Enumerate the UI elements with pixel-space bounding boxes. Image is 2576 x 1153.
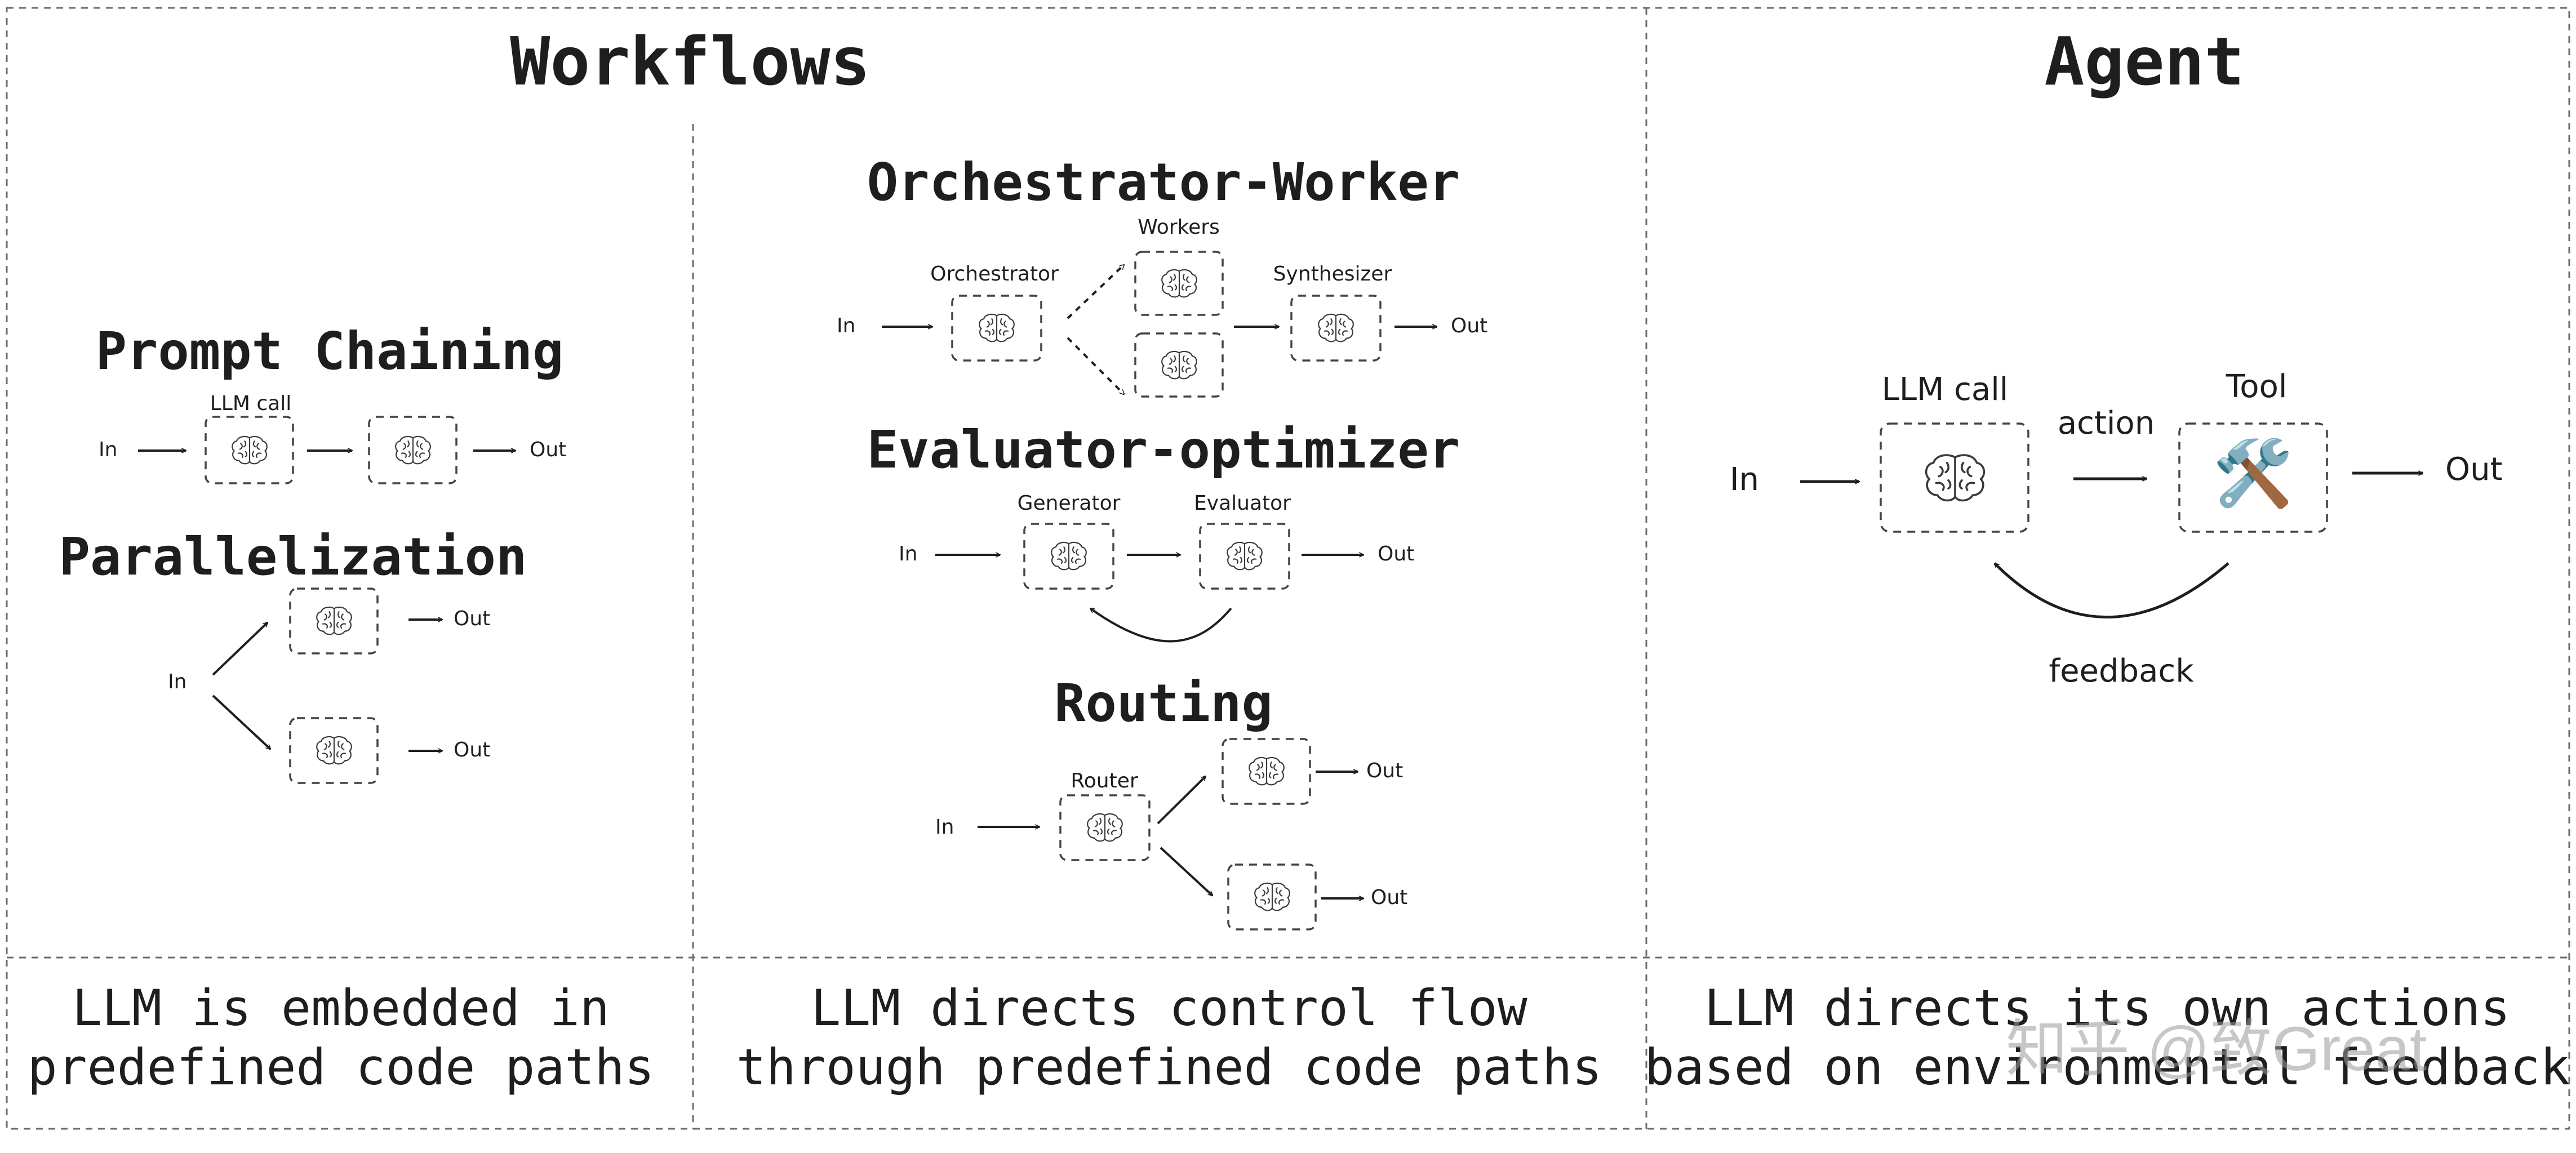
routing-section: Routing Router In Out Out [935, 673, 1407, 931]
out-label: Out [1378, 542, 1414, 566]
orchestrator-label: Orchestrator [930, 262, 1059, 286]
routing-title: Routing [1054, 673, 1273, 733]
out-label: Out [454, 738, 490, 762]
caption-col1-line1: LLM is embedded in [72, 979, 610, 1037]
in-label: In [168, 670, 186, 693]
arrow [1067, 337, 1124, 394]
arrow [212, 695, 270, 749]
orchestrator-worker-title: Orchestrator-Worker [867, 152, 1460, 212]
arrow [212, 622, 268, 676]
arrow [1067, 265, 1124, 319]
out-label: Out [2445, 451, 2503, 488]
caption-col1-line2: predefined code paths [28, 1038, 655, 1096]
feedback-loop-arrow [1993, 562, 2229, 618]
out-label: Out [530, 438, 566, 461]
generator-label: Generator [1018, 492, 1121, 515]
outer-frame [6, 7, 2570, 1130]
llm-call-label: LLM call [210, 392, 291, 415]
llm-call-label: LLM call [1882, 371, 2009, 408]
prompt-chaining-title: Prompt Chaining [96, 321, 564, 381]
caption-col2-line2: through predefined code paths [736, 1038, 1602, 1096]
feedback-label: feedback [2049, 653, 2194, 689]
in-label: In [1730, 461, 1759, 498]
arrow [1160, 847, 1213, 896]
caption-col2-line1: LLM directs control flow [811, 979, 1527, 1037]
router-label: Router [1071, 769, 1138, 793]
caption-col3-line1: LLM directs its own actions [1704, 979, 2510, 1037]
agent-section: LLM call action Tool In 🛠️ Out feedback [1730, 368, 2503, 689]
prompt-chaining-section: Prompt Chaining LLM call In Out [96, 321, 566, 484]
captions-row: LLM is embedded in predefined code paths… [28, 979, 2570, 1096]
out-label: Out [454, 607, 490, 630]
parallelization-section: Parallelization In Out Out [59, 527, 527, 784]
evaluator-optimizer-section: Evaluator-optimizer Generator Evaluator … [867, 420, 1460, 643]
watermark: 知乎 @致Great [2006, 1014, 2427, 1084]
in-label: In [935, 816, 954, 839]
orchestrator-worker-section: Orchestrator-Worker Workers Orchestrator… [837, 152, 1487, 398]
tool-label: Tool [2226, 368, 2288, 405]
evaluator-optimizer-title: Evaluator-optimizer [867, 420, 1460, 480]
out-label: Out [1451, 314, 1487, 337]
workers-label: Workers [1138, 216, 1220, 239]
in-label: In [837, 314, 855, 337]
workflows-header: Workflows [510, 23, 870, 100]
feedback-loop-arrow [1090, 607, 1232, 643]
evaluator-label: Evaluator [1194, 492, 1291, 515]
in-label: In [99, 438, 117, 461]
caption-col3-line2: based on environmental feedback [1645, 1038, 2570, 1096]
agent-header: Agent [2044, 23, 2244, 100]
action-label: action [2058, 405, 2155, 442]
tool-node [2178, 422, 2328, 533]
in-label: In [899, 542, 917, 566]
synthesizer-label: Synthesizer [1273, 262, 1392, 286]
out-label: Out [1366, 759, 1403, 782]
hammer-and-wrench-icon: 🛠️ [2213, 435, 2293, 510]
arrow [1157, 776, 1206, 825]
out-label: Out [1371, 886, 1407, 909]
parallelization-title: Parallelization [59, 527, 527, 587]
